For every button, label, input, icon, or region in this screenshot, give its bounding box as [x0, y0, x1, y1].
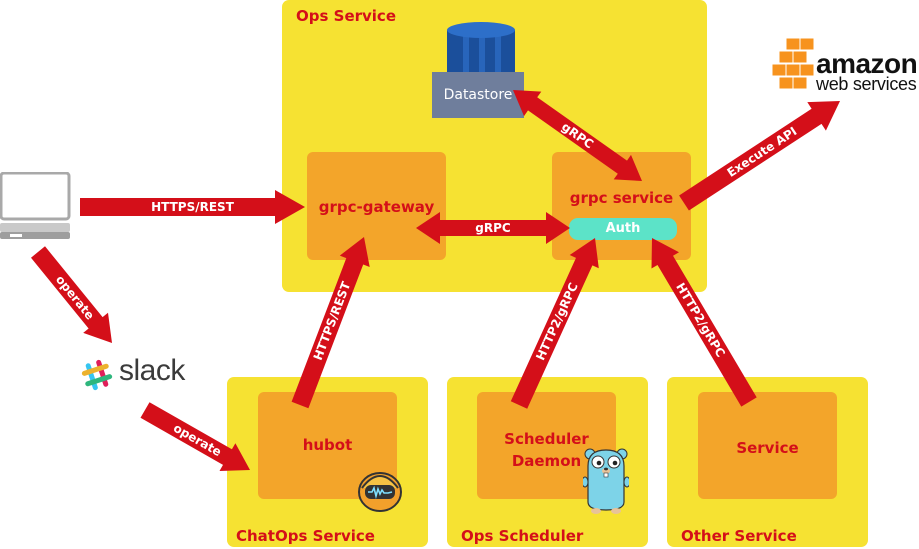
- slack-logo-icon: [80, 358, 114, 392]
- arrow-https-rest-hubot-shape: [291, 237, 370, 409]
- arrow-https-rest-client-shape: [80, 190, 305, 224]
- arrow-http2-grpc-scheduler-shape: [510, 238, 599, 409]
- arrow-http2-grpc-service: HTTP2/gRPC: [651, 238, 757, 407]
- arrow-grpc-datastore-shape: [513, 90, 642, 181]
- hubot-icon: [356, 466, 404, 514]
- computer-icon: [0, 171, 72, 244]
- service-box: [698, 392, 837, 499]
- grpc-service-label: grpc service: [569, 189, 674, 207]
- arrow-operate-slack-hubot-shape: [140, 402, 250, 471]
- arrow-http2-grpc-scheduler: HTTP2/gRPC: [510, 238, 599, 409]
- arrow-https-rest-hubot: HTTPS/REST: [291, 237, 370, 409]
- service-label: Service: [736, 439, 799, 457]
- arrow-http2-grpc-service-label: HTTP2/gRPC: [673, 280, 728, 359]
- arrow-https-rest-hubot-label: HTTPS/REST: [311, 279, 354, 362]
- arrow-operate-client-slack-label: operate: [53, 273, 97, 323]
- go-gopher-icon: [581, 446, 631, 514]
- grpc-gateway-label: grpc-gateway: [318, 198, 435, 216]
- arrow-operate-slack-hubot: operate: [140, 402, 250, 471]
- amazon-wordmark: amazon: [816, 48, 918, 79]
- arrow-execute-api-label: Execute API: [725, 124, 800, 180]
- arrow-grpc-gateway-service-shape: [416, 212, 570, 244]
- arrow-operate-client-slack-shape: [31, 246, 112, 343]
- arrow-operate-client-slack: operate: [31, 246, 112, 343]
- arrow-grpc-gateway-service: gRPC: [416, 212, 570, 244]
- datastore-label-bg: [432, 72, 524, 118]
- auth-badge: Auth: [569, 218, 677, 240]
- datastore-label: Datastore: [443, 87, 513, 103]
- arrow-execute-api: Execute API: [679, 101, 840, 211]
- other-service-title: Other Service: [681, 527, 797, 545]
- ops-service-title: Ops Service: [296, 7, 396, 25]
- arrow-http2-grpc-service-shape: [651, 238, 757, 407]
- arrow-grpc-datastore: gRPC: [513, 90, 642, 181]
- arrow-https-rest-client: HTTPS/REST: [80, 190, 305, 224]
- chatops-service-title: ChatOps Service: [236, 527, 375, 545]
- grpc-gateway-box: [307, 152, 446, 260]
- arrow-grpc-gateway-service-label: gRPC: [475, 221, 511, 235]
- slack-wordmark: slack: [119, 354, 185, 387]
- aws-logo-icon: [770, 37, 816, 90]
- ops-scheduler-title: Ops Scheduler: [461, 527, 584, 545]
- arrow-execute-api-shape: [679, 101, 840, 211]
- hubot-label: hubot: [302, 436, 353, 454]
- scheduler-daemon-label-2: Daemon: [511, 452, 582, 470]
- arrow-https-rest-client-label: HTTPS/REST: [151, 200, 235, 214]
- scheduler-daemon-label-1: Scheduler: [504, 430, 589, 448]
- arrow-operate-slack-hubot-label: operate: [171, 421, 224, 459]
- arrow-http2-grpc-scheduler-label: HTTP2/gRPC: [533, 280, 581, 362]
- webservices-wordmark: web services: [816, 74, 917, 94]
